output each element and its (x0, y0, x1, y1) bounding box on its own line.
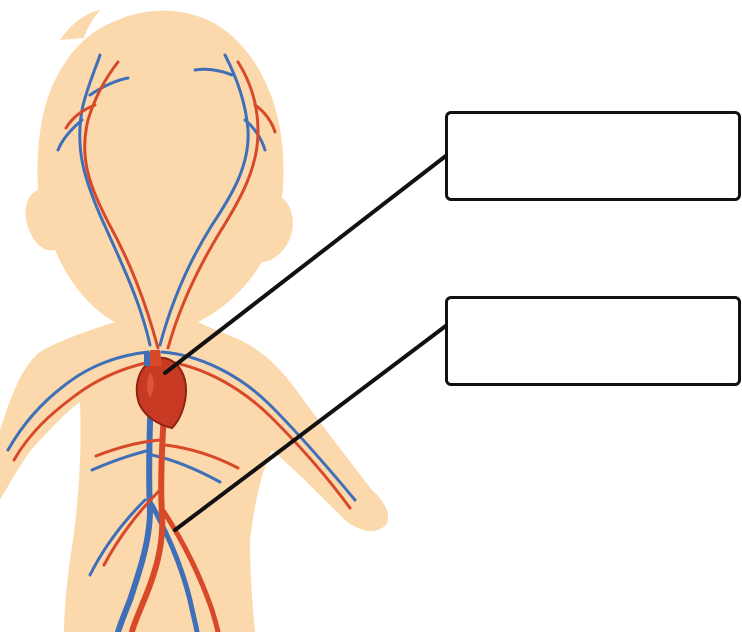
label-box-heart[interactable] (445, 111, 741, 201)
label-box-blood-vessels[interactable] (445, 296, 741, 386)
heart-vessel-top-blue (144, 352, 150, 366)
body-outline (0, 11, 388, 632)
heart-vessel-top (150, 350, 162, 366)
child-silhouette (0, 10, 388, 632)
